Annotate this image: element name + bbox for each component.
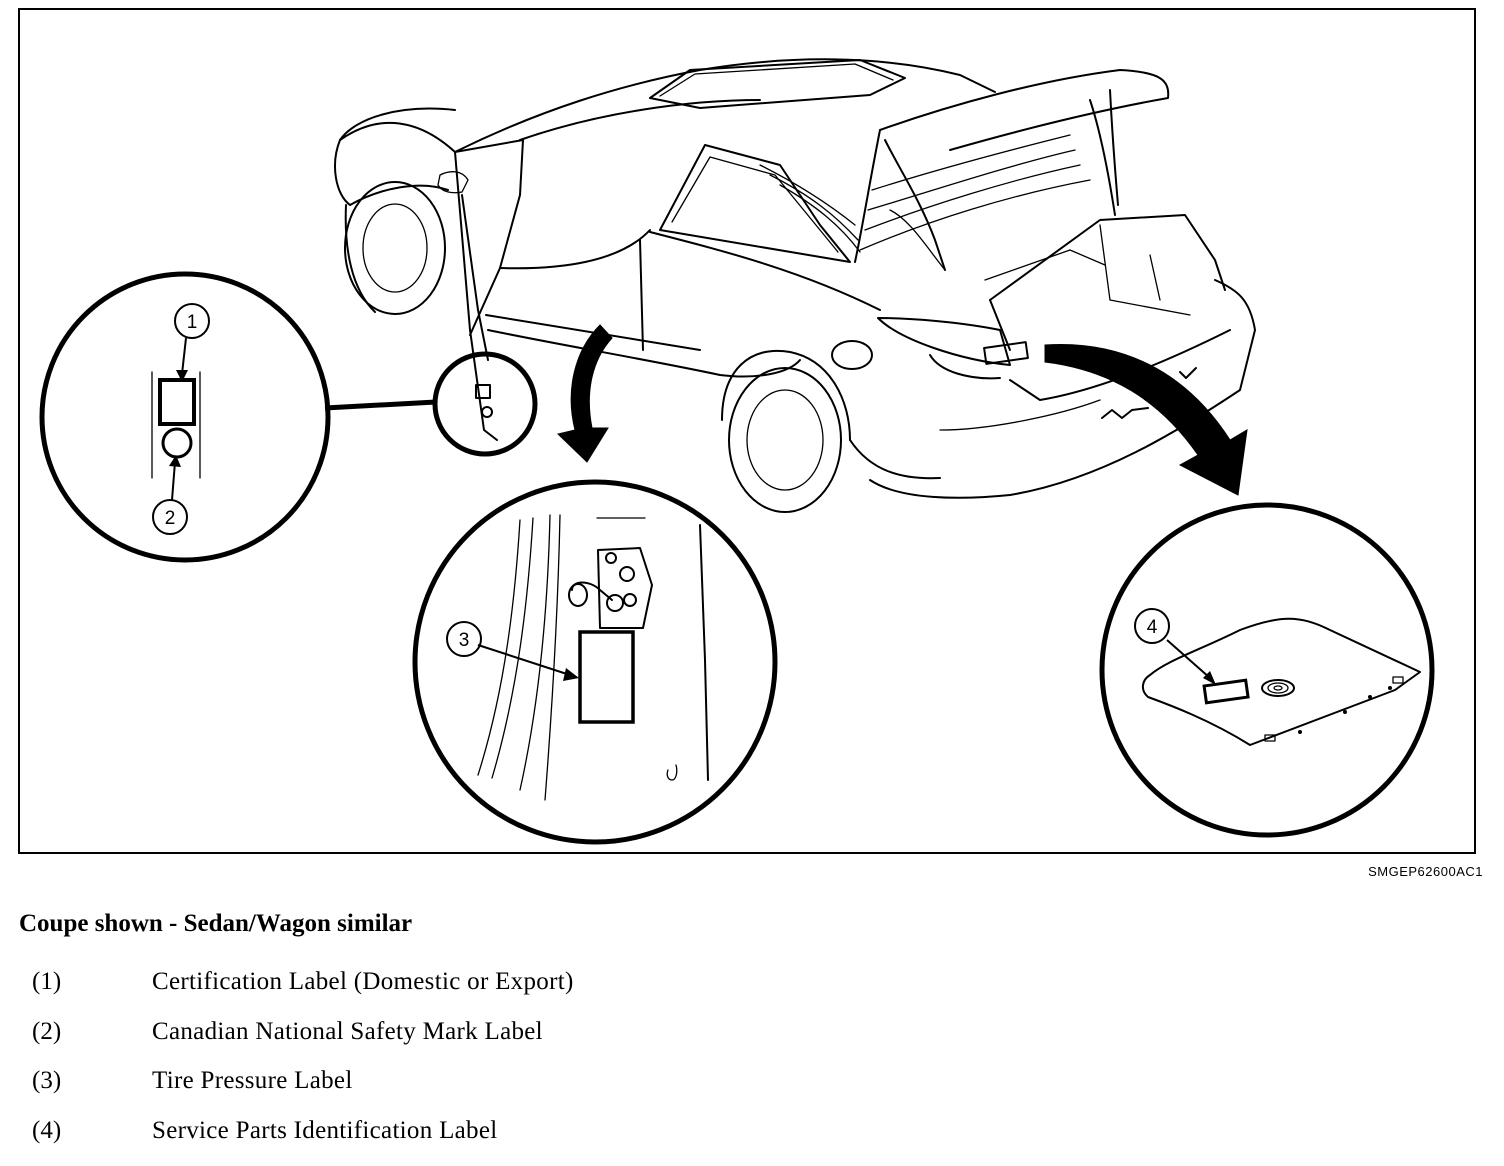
legend-number: (2) xyxy=(32,1018,152,1046)
coupe-line-drawing xyxy=(335,59,1255,512)
tire-pressure-label-detail: 3 xyxy=(415,482,775,842)
pillar-focus-circle xyxy=(435,354,535,454)
legend-item: (1)Certification Label (Domestic or Expo… xyxy=(32,968,574,1018)
legend-text: Canadian National Safety Mark Label xyxy=(152,1018,543,1046)
callout-2: 2 xyxy=(165,508,176,529)
legend-list: (1)Certification Label (Domestic or Expo… xyxy=(32,968,574,1166)
legend-item: (2)Canadian National Safety Mark Label xyxy=(32,1018,574,1068)
vehicle-label-location-illustration: 1 2 3 xyxy=(0,0,1504,870)
detail-connector-line xyxy=(325,402,436,408)
legend-text: Tire Pressure Label xyxy=(152,1067,353,1095)
legend-item: (4)Service Parts Identification Label xyxy=(32,1117,574,1166)
legend-text: Certification Label (Domestic or Export) xyxy=(152,968,574,996)
legend-text: Service Parts Identification Label xyxy=(152,1117,498,1145)
legend-item: (3)Tire Pressure Label xyxy=(32,1067,574,1117)
callout-3: 3 xyxy=(459,630,470,651)
figure-code: SMGEP62600AC1 xyxy=(1335,864,1483,879)
arrow-to-trunk-detail xyxy=(1045,344,1247,495)
legend-number: (4) xyxy=(32,1117,152,1145)
legend-number: (3) xyxy=(32,1067,152,1095)
callout-4: 4 xyxy=(1147,617,1158,638)
figure-caption: Coupe shown - Sedan/Wagon similar xyxy=(19,910,412,938)
pillar-labels-detail: 1 2 xyxy=(42,274,328,560)
callout-1: 1 xyxy=(187,312,198,333)
service-parts-label-detail: 4 xyxy=(1102,505,1432,835)
legend-number: (1) xyxy=(32,968,152,996)
